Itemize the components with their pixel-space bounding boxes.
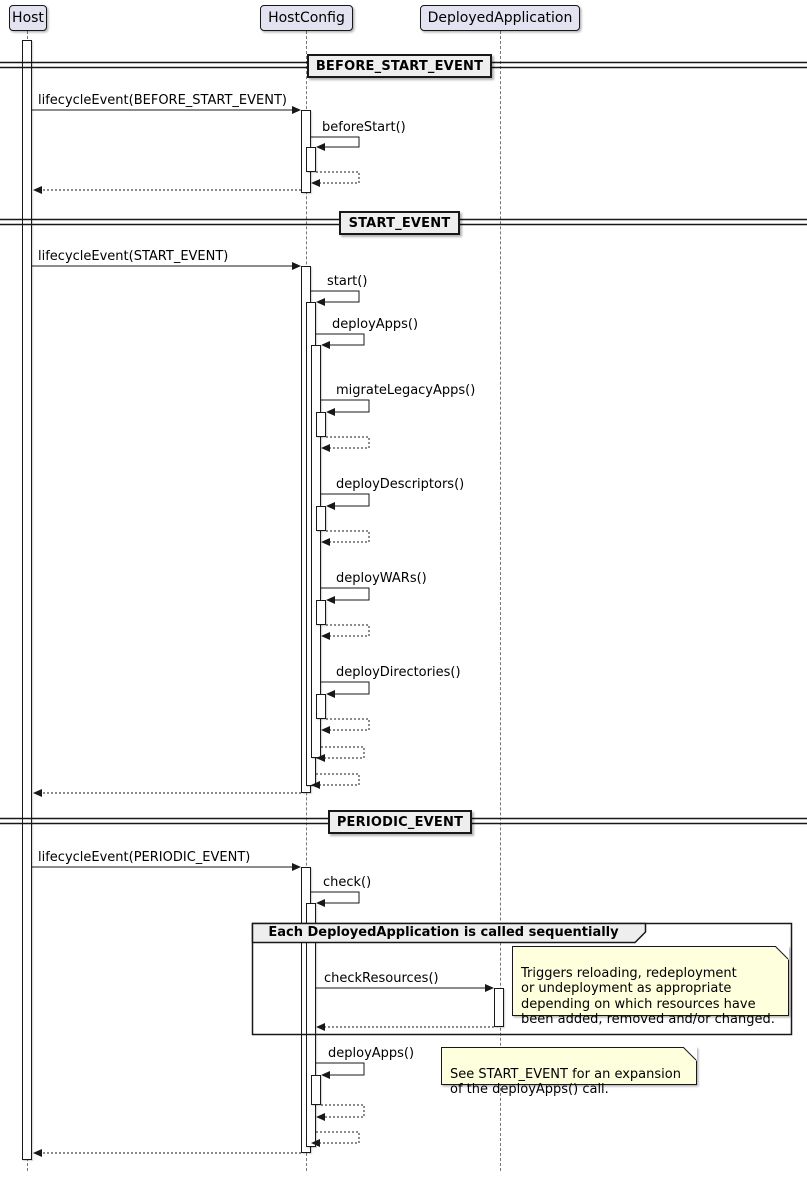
arrow-before-start bbox=[311, 136, 360, 151]
return-check-resources bbox=[316, 1023, 494, 1031]
arrow-deploy-directories bbox=[321, 681, 370, 698]
activation-hostconfig-beforestart-call bbox=[306, 147, 316, 172]
message-deploy-apps: deployApps() bbox=[332, 317, 419, 332]
note-check-resources-text: Triggers reloading, redeployment or unde… bbox=[521, 965, 775, 1028]
participant-hostconfig: HostConfig bbox=[260, 5, 353, 31]
return-check bbox=[311, 1131, 360, 1147]
participant-deployedapplication: DeployedApplication bbox=[420, 5, 580, 31]
arrow-deploy-apps bbox=[316, 333, 365, 349]
message-check: check() bbox=[323, 875, 372, 890]
return-start bbox=[311, 773, 360, 789]
note-check-resources: Triggers reloading, redeployment or unde… bbox=[512, 946, 789, 1027]
message-deploy-directories: deployDirectories() bbox=[336, 665, 461, 680]
message-deploy-descriptors: deployDescriptors() bbox=[336, 477, 465, 492]
participant-host: Host bbox=[9, 5, 47, 31]
activation-hostconfig-deploydescriptors bbox=[316, 506, 326, 531]
return-deploy-apps-periodic bbox=[316, 1104, 365, 1121]
note-fold-icon bbox=[775, 946, 789, 960]
return-before-start bbox=[311, 171, 360, 187]
return-migrate-legacy-apps bbox=[321, 436, 370, 452]
arrow-migrate-legacy-apps bbox=[321, 399, 370, 416]
return-deploy-apps bbox=[316, 746, 365, 762]
activation-hostconfig-migratelegacyapps bbox=[316, 412, 326, 437]
activation-hostconfig-deployapps-periodic bbox=[311, 1075, 321, 1105]
activation-hostconfig-deploydirectories bbox=[316, 694, 326, 719]
return-lifecycle-periodic bbox=[33, 1149, 301, 1157]
message-before-start: beforeStart() bbox=[322, 120, 406, 135]
lifeline-deployedapplication bbox=[500, 31, 501, 1171]
divider-before-start-event: BEFORE_START_EVENT bbox=[307, 54, 492, 78]
return-deploy-directories bbox=[321, 718, 370, 734]
message-deploy-wars: deployWARs() bbox=[336, 571, 427, 586]
message-deploy-apps-periodic: deployApps() bbox=[328, 1046, 415, 1061]
arrow-deploy-descriptors bbox=[321, 493, 370, 510]
arrow-check bbox=[311, 891, 360, 907]
return-lifecycle-before-start bbox=[33, 186, 301, 194]
return-lifecycle-start bbox=[33, 789, 301, 797]
activation-host bbox=[22, 40, 32, 1160]
message-migrate-legacy-apps: migrateLegacyApps() bbox=[336, 383, 476, 398]
message-check-resources: checkResources() bbox=[324, 971, 439, 986]
message-lifecycle-periodic: lifecycleEvent(PERIODIC_EVENT) bbox=[38, 850, 251, 865]
activation-hostconfig-deploywars bbox=[316, 600, 326, 625]
note-deploy-apps: See START_EVENT for an expansion of the … bbox=[441, 1047, 697, 1097]
divider-periodic-event: PERIODIC_EVENT bbox=[328, 810, 472, 834]
arrow-start bbox=[311, 290, 360, 306]
group-fragment-label: Each DeployedApplication is called seque… bbox=[268, 925, 619, 940]
message-lifecycle-before-start: lifecycleEvent(BEFORE_START_EVENT) bbox=[38, 93, 287, 108]
message-lifecycle-start: lifecycleEvent(START_EVENT) bbox=[38, 249, 229, 264]
divider-start-event: START_EVENT bbox=[339, 211, 460, 235]
return-deploy-descriptors bbox=[321, 530, 370, 546]
note-deploy-apps-text: See START_EVENT for an expansion of the … bbox=[450, 1066, 681, 1098]
return-deploy-wars bbox=[321, 624, 370, 640]
activation-deployedapplication-checkresources bbox=[494, 988, 504, 1027]
divider-lines bbox=[0, 61, 807, 825]
arrow-deploy-apps-periodic bbox=[316, 1062, 365, 1079]
message-start: start() bbox=[327, 274, 368, 289]
arrow-deploy-wars bbox=[321, 587, 370, 604]
note-fold-icon bbox=[683, 1047, 697, 1061]
